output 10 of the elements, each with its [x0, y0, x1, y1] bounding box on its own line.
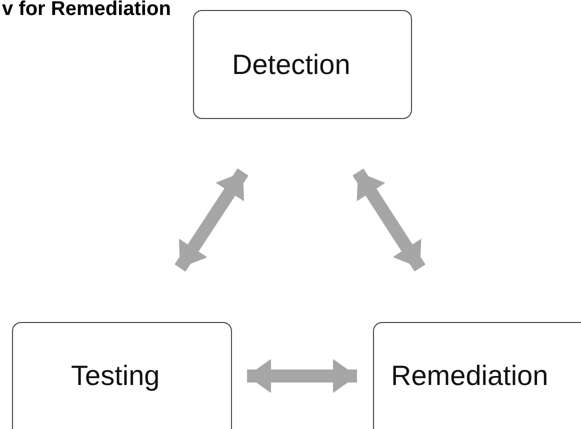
- process-box: [373, 322, 581, 429]
- process-box: [193, 10, 412, 119]
- box-label: Detection: [232, 48, 350, 80]
- double-arrow: [352, 168, 426, 272]
- double-arrow: [174, 168, 248, 272]
- double-arrow: [247, 359, 357, 393]
- box-label: Testing: [71, 360, 160, 392]
- process-box: [12, 322, 232, 429]
- box-label: Remediation: [391, 360, 548, 392]
- title: v for Remediation: [2, 0, 171, 21]
